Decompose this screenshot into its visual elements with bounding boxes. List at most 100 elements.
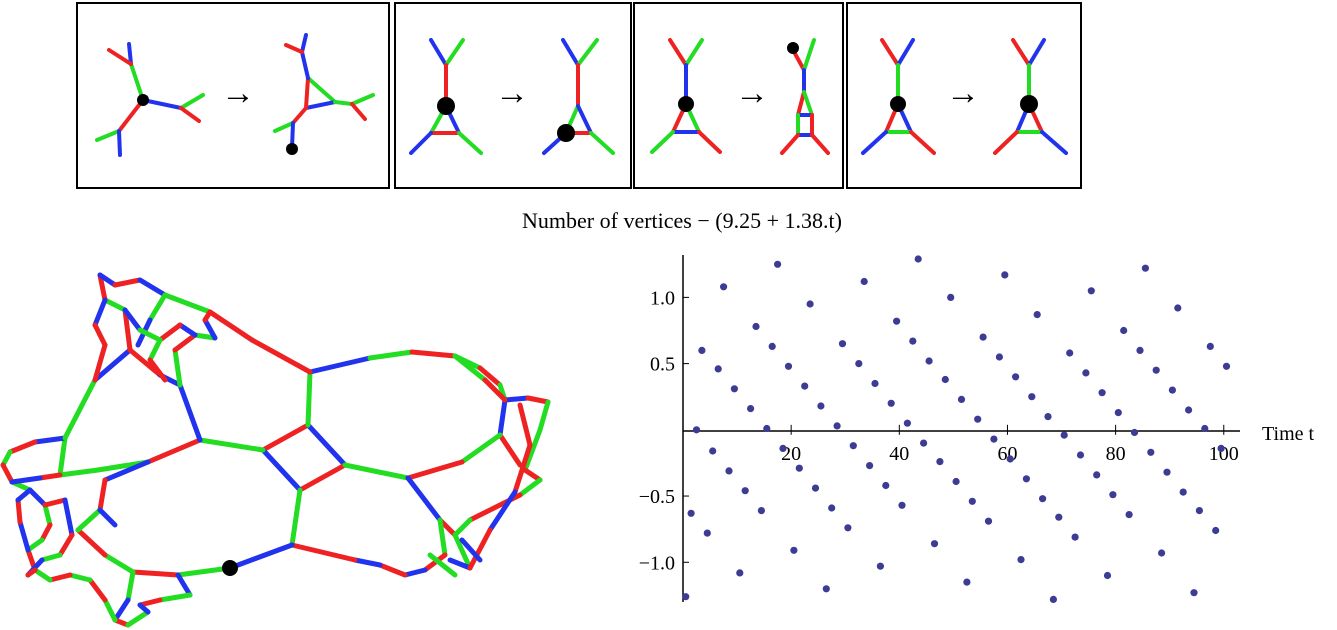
data-point — [882, 481, 890, 490]
chart-title: Number of vertices − (9.25 + 1.38.t) — [522, 208, 842, 233]
rule-panels: → — [76, 2, 1082, 189]
y-ticks: 1.0 0.5 −0.5 −1.0 — [639, 287, 689, 574]
data-point — [1006, 455, 1014, 463]
data-point — [703, 529, 711, 537]
data-point — [730, 385, 739, 393]
data-point — [1076, 451, 1085, 459]
data-point — [757, 507, 766, 515]
data-point — [1049, 595, 1057, 604]
rule-panel-2: → — [394, 2, 632, 189]
data-point — [752, 322, 760, 331]
data-point — [714, 365, 722, 373]
rule-before-graph — [650, 38, 722, 154]
rule-before-graph — [409, 38, 483, 155]
data-point — [720, 283, 728, 291]
vertex-marker — [1020, 95, 1038, 113]
data-point — [1158, 549, 1166, 557]
data-point — [801, 382, 809, 390]
data-point — [1125, 510, 1133, 519]
x-tick-label: 100 — [1209, 443, 1239, 465]
data-point — [1109, 491, 1117, 499]
panel-frame — [76, 2, 390, 189]
data-point — [828, 504, 836, 512]
vertex-marker — [890, 96, 906, 112]
data-point — [1174, 304, 1182, 312]
data-point — [1103, 571, 1112, 580]
graph-vertex-marker — [222, 560, 238, 576]
rule-after-graph — [273, 33, 375, 155]
data-point — [790, 546, 798, 554]
x-tick-label: 40 — [889, 443, 909, 465]
data-point — [957, 395, 966, 403]
network-graph — [0, 272, 551, 628]
y-tick-label: −1.0 — [639, 552, 675, 574]
data-point — [687, 509, 695, 517]
data-point — [936, 458, 944, 466]
rule-panel-4: → — [846, 2, 1082, 189]
data-point — [941, 375, 949, 384]
vertex-marker — [437, 97, 455, 115]
data-point — [682, 593, 690, 601]
rule-after-graph — [993, 38, 1068, 155]
data-point — [1136, 346, 1144, 354]
y-tick-label: 0.5 — [650, 354, 675, 376]
y-tick-label: 1.0 — [650, 287, 675, 309]
data-point — [1206, 342, 1214, 350]
data-point — [1028, 393, 1036, 401]
data-point — [1071, 533, 1079, 541]
data-point — [795, 464, 803, 472]
data-point — [784, 362, 793, 370]
data-point — [1130, 428, 1139, 437]
scatter-chart: Number of vertices − (9.25 + 1.38.t) Tim… — [522, 208, 1315, 604]
data-point — [1222, 362, 1231, 370]
data-point — [736, 569, 744, 577]
x-tick-label: 60 — [997, 443, 1017, 465]
data-point — [698, 346, 706, 354]
data-point — [893, 317, 901, 325]
data-point — [984, 517, 993, 525]
data-point — [1060, 431, 1068, 439]
data-point — [1212, 526, 1220, 535]
rule-panel-1: → — [76, 2, 390, 189]
data-point — [844, 524, 852, 532]
data-point — [925, 357, 933, 365]
rule-before-graph — [861, 38, 936, 155]
y-tick-label: −0.5 — [639, 486, 675, 508]
data-point — [1017, 556, 1025, 564]
data-point — [903, 419, 912, 427]
data-point — [855, 360, 863, 368]
data-point — [1190, 589, 1198, 597]
vertex-marker — [678, 96, 694, 112]
data-point — [1217, 444, 1225, 452]
panel-frame — [846, 2, 1082, 189]
data-point — [871, 379, 879, 388]
data-point — [898, 501, 906, 509]
data-point — [1022, 475, 1030, 483]
data-point — [849, 442, 857, 450]
rule-after-graph — [780, 38, 830, 155]
data-point — [741, 487, 749, 495]
data-point — [725, 467, 733, 475]
data-point — [1055, 513, 1063, 521]
data-point — [1093, 471, 1101, 479]
data-point — [692, 426, 701, 434]
data-point — [963, 578, 971, 586]
data-point — [1147, 448, 1155, 456]
data-point — [1185, 406, 1193, 414]
data-point — [1001, 271, 1009, 279]
data-point — [1114, 409, 1122, 417]
data-point — [1141, 264, 1149, 272]
data-point — [979, 333, 987, 341]
data-point — [876, 562, 885, 570]
data-point — [914, 255, 922, 263]
data-point — [806, 300, 814, 308]
data-point — [920, 439, 928, 447]
data-point — [1179, 488, 1187, 496]
rule-arrow: → — [946, 75, 980, 112]
data-point — [838, 340, 847, 348]
data-point — [930, 540, 939, 548]
data-point — [1152, 366, 1160, 374]
data-point — [866, 462, 874, 470]
vertex-marker — [787, 42, 799, 54]
